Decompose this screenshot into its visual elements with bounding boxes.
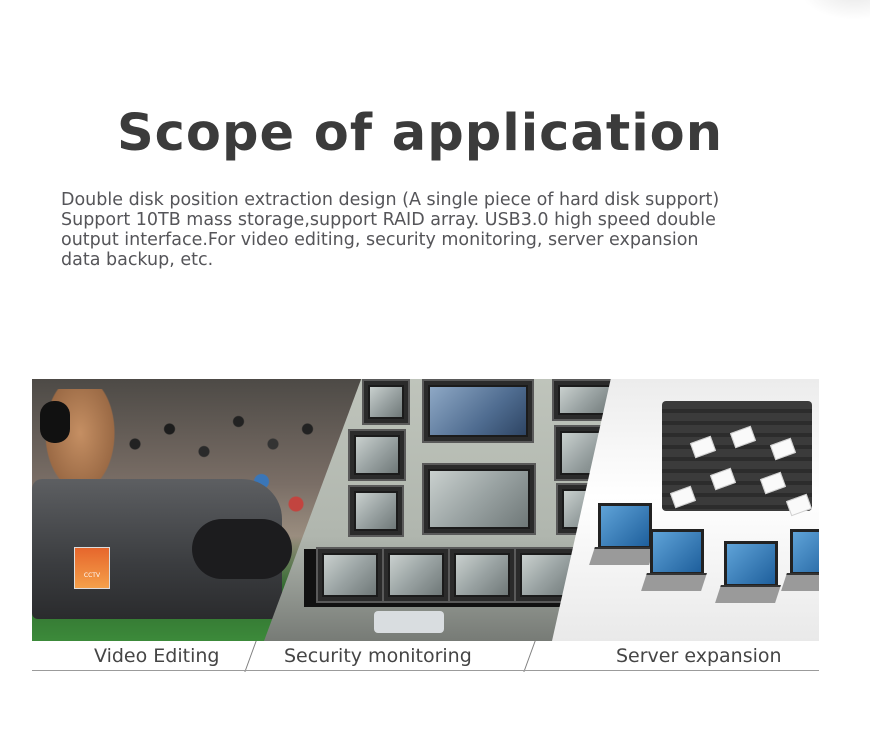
caption-separator — [244, 641, 257, 672]
corner-shadow — [800, 0, 870, 20]
monitor-screen — [554, 381, 618, 419]
description-line-2: Support 10TB mass storage,support RAID a… — [61, 210, 716, 230]
monitor-screen — [450, 549, 514, 601]
monitor-screen — [424, 381, 532, 441]
control-keyboard-icon — [374, 611, 444, 633]
description-line-3: output interface.For video editing, secu… — [61, 230, 699, 250]
laptop-icon — [641, 529, 707, 609]
caption-server-expansion: Server expansion — [616, 645, 782, 667]
headphones-icon — [40, 401, 70, 443]
description-line-1: Double disk position extraction design (… — [61, 190, 720, 210]
description-line-4: data backup, etc. — [61, 250, 214, 270]
laptop-icon — [781, 529, 819, 609]
monitor-screen — [384, 549, 448, 601]
laptop-icon — [715, 541, 781, 621]
page-title: Scope of application — [116, 104, 724, 163]
monitor-screen — [364, 381, 408, 423]
caption-security-monitoring: Security monitoring — [284, 645, 472, 667]
description: Double disk position extraction design (… — [61, 190, 861, 270]
caption-video-editing: Video Editing — [94, 645, 220, 667]
monitor-screen — [318, 549, 382, 601]
monitor-screen — [350, 487, 402, 535]
laptop-icon — [589, 503, 655, 583]
cctv-camera-label: CCTV — [74, 547, 110, 589]
caption-separator — [523, 641, 536, 672]
caption-bottom-divider — [32, 670, 819, 671]
monitor-screen — [350, 431, 404, 479]
monitor-screen — [424, 465, 534, 533]
application-image-strip: CCTV — [32, 379, 819, 641]
cctv-label-text: CCTV — [83, 572, 101, 579]
video-editing-image: CCTV — [32, 379, 362, 641]
camera-lens — [192, 519, 292, 579]
